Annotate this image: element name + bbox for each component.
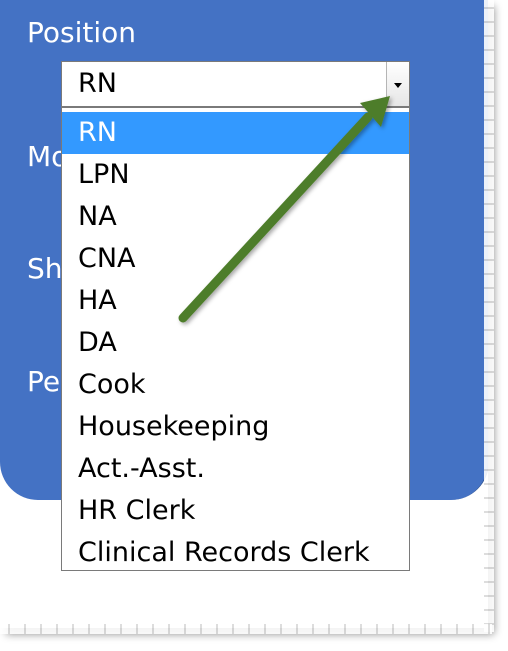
dropdown-arrow-icon[interactable] [386,62,409,106]
option-cook[interactable]: Cook [78,369,146,400]
torn-edge-bottom [0,624,492,634]
option-cna[interactable]: CNA [78,243,136,274]
option-clinical-records-clerk[interactable]: Clinical Records Clerk [78,537,370,568]
field-label-4: Pe [27,365,61,398]
position-select[interactable]: RN [61,61,410,107]
screenshot-frame: Position Mo Sh Pe RN RN LPN NA CNA HA DA… [0,0,488,571]
position-label: Position [27,16,137,49]
option-act-asst[interactable]: Act.-Asst. [78,453,205,484]
option-lpn[interactable]: LPN [78,159,130,190]
option-rn[interactable]: RN [62,112,409,154]
field-label-3: Sh [27,252,63,285]
option-housekeeping[interactable]: Housekeeping [78,411,270,442]
option-ha[interactable]: HA [78,285,117,316]
option-hr-clerk[interactable]: HR Clerk [78,495,196,526]
option-da[interactable]: DA [78,327,117,358]
option-na[interactable]: NA [78,201,117,232]
position-options-list: RN LPN NA CNA HA DA Cook Housekeeping Ac… [61,107,410,571]
position-select-value: RN [78,68,117,99]
torn-edge-right [484,0,494,632]
